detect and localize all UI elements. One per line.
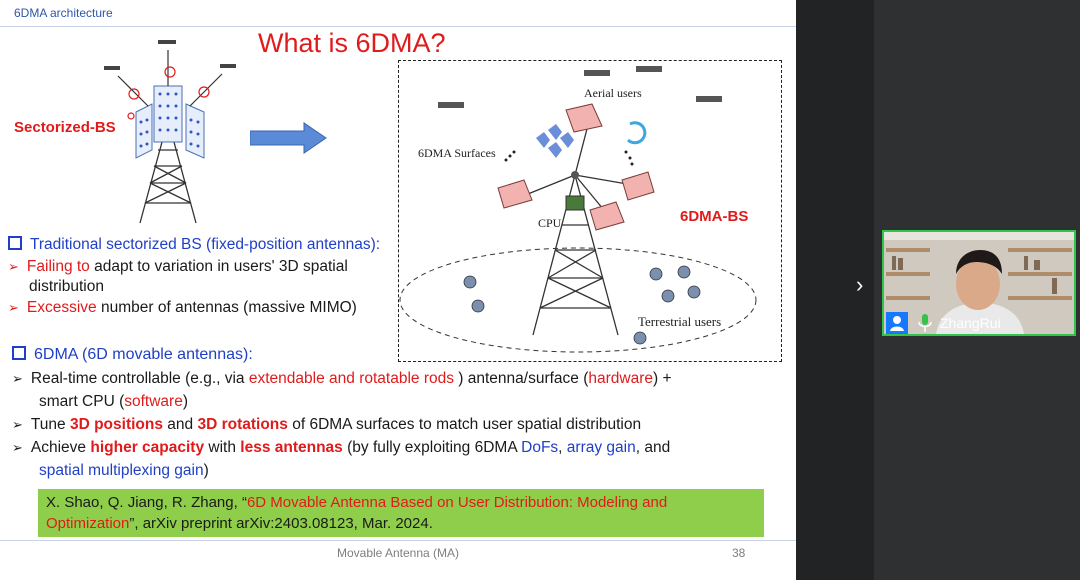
6dma-bs-figure — [399, 66, 757, 353]
6dma-heading: 6DMA (6D movable antennas): — [12, 345, 253, 365]
square-bullet-icon — [12, 346, 26, 360]
participant-name: ZhangRui — [940, 315, 1001, 331]
6dma-bs-label: 6DMA-BS — [680, 208, 749, 225]
traditional-heading: Traditional sectorized BS (fixed-positio… — [8, 235, 380, 255]
6dma-figure-frame — [398, 60, 782, 362]
arrow-bullet-icon: ➢ — [8, 300, 19, 315]
slide-footer: Movable Antenna (MA) — [336, 546, 460, 560]
panel-divider-strip — [796, 0, 874, 580]
arrow-bullet-icon: ➢ — [12, 417, 23, 432]
reference-box: X. Shao, Q. Jiang, R. Zhang, “6D Movable… — [38, 489, 764, 537]
6dma-bullet-1-cont: smart CPU (software) — [39, 393, 189, 410]
terrestrial-users-label: Terrestrial users — [638, 314, 722, 329]
footer-divider — [0, 540, 796, 541]
traditional-bullet-1: ➢Failing to adapt to variation in users'… — [8, 258, 348, 275]
6dma-bullet-1: ➢Real-time controllable (e.g., via exten… — [12, 370, 672, 387]
6dma-bullet-3-cont: spatial multiplexing gain) — [39, 462, 209, 479]
arrow-bullet-icon: ➢ — [12, 371, 23, 386]
participant-video-tile[interactable]: ZhangRui — [882, 230, 1076, 336]
reference-line-1: X. Shao, Q. Jiang, R. Zhang, “6D Movable… — [46, 494, 668, 511]
traditional-bullet-1-cont: distribution — [29, 278, 104, 295]
presentation-slide: 6DMA architecture What is 6DMA? — [0, 0, 796, 580]
cpu-label: CPU — [538, 216, 562, 230]
6dma-bullet-3: ➢Achieve higher capacity with less anten… — [12, 439, 671, 456]
page-number: 38 — [732, 546, 746, 560]
aerial-users-label: Aerial users — [584, 86, 642, 100]
slide-header-text: 6DMA architecture — [14, 6, 113, 20]
6dma-bullet-2: ➢Tune 3D positions and 3D rotations of 6… — [12, 416, 642, 433]
slide-header: 6DMA architecture — [0, 0, 796, 27]
participant-video-feed — [884, 232, 1074, 334]
user-avatar-icon — [886, 312, 908, 334]
traditional-bullet-2: ➢Excessive number of antennas (massive M… — [8, 299, 357, 316]
chevron-right-icon[interactable]: › — [856, 272, 864, 297]
microphone-icon[interactable] — [917, 313, 933, 333]
sectorized-bs-figure: Sectorized-BS — [14, 40, 236, 224]
reference-line-2: Optimization”, arXiv preprint arXiv:2403… — [46, 515, 433, 532]
arrow-bullet-icon: ➢ — [8, 259, 19, 274]
arrow-bullet-icon: ➢ — [12, 440, 23, 455]
sectorized-bs-label: Sectorized-BS — [14, 119, 116, 136]
square-bullet-icon — [8, 236, 22, 250]
slide-title: What is 6DMA? — [258, 28, 446, 58]
transition-arrow-icon — [250, 122, 327, 154]
6dma-surfaces-label: 6DMA Surfaces — [418, 146, 496, 160]
participant-name-bar: ZhangRui — [884, 312, 1074, 334]
